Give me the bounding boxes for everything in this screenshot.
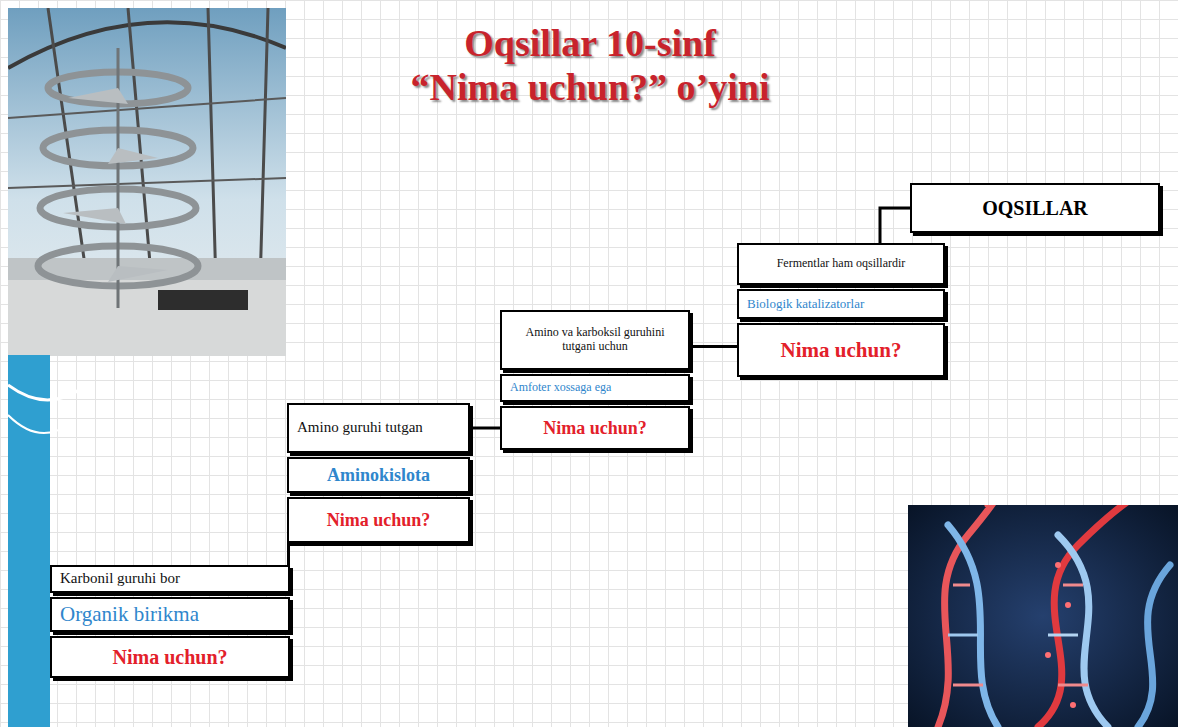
slide-title: Oqsillar 10-sinf — [290, 22, 890, 64]
box-text: Amino va karboksil guruhini tutgani uchu… — [520, 326, 670, 354]
connector-line — [470, 427, 500, 430]
answer-box: Amfoter xossaga ega — [500, 374, 690, 402]
answer-box: Aminokislota — [287, 457, 470, 493]
box-text: Organik birikma — [60, 602, 199, 626]
question-box: Nima uchun? — [500, 406, 690, 450]
box-text: Nima uchun? — [543, 418, 647, 439]
connector-line — [690, 345, 737, 348]
slide-subtitle: “Nima uchun?” o’yini — [290, 66, 890, 108]
box-text: Amfoter xossaga ega — [510, 381, 611, 395]
answer-box: Biologik katalizatorlar — [737, 289, 945, 319]
dna-picture — [908, 505, 1178, 727]
connector-line — [880, 208, 910, 243]
box-text: Nima uchun? — [327, 510, 431, 531]
answer-box: Organik birikma — [50, 597, 290, 632]
topic-box: OQSILLAR — [910, 183, 1160, 233]
fact-box: Amino guruhi tutgan — [287, 403, 470, 453]
box-text: OQSILLAR — [982, 197, 1088, 220]
box-text: Nima uchun? — [781, 338, 902, 362]
box-text: Aminokislota — [327, 465, 430, 486]
question-box: Nima uchun? — [737, 323, 945, 377]
box-text: Amino guruhi tutgan — [297, 419, 423, 436]
fact-box: Fermentlar ham oqsillardir — [737, 243, 945, 285]
question-box: Nima uchun? — [50, 636, 290, 678]
fact-box: Amino va karboksil guruhini tutgani uchu… — [500, 310, 690, 370]
staircase-photo — [8, 8, 286, 356]
fact-box: Karbonil guruhi bor — [50, 565, 290, 593]
box-text: Karbonil guruhi bor — [60, 570, 180, 587]
box-text: Fermentlar ham oqsillardir — [777, 257, 906, 271]
question-box: Nima uchun? — [287, 497, 470, 543]
box-text: Nima uchun? — [112, 646, 227, 669]
box-text: Biologik katalizatorlar — [747, 297, 864, 312]
connector-line — [287, 543, 290, 565]
